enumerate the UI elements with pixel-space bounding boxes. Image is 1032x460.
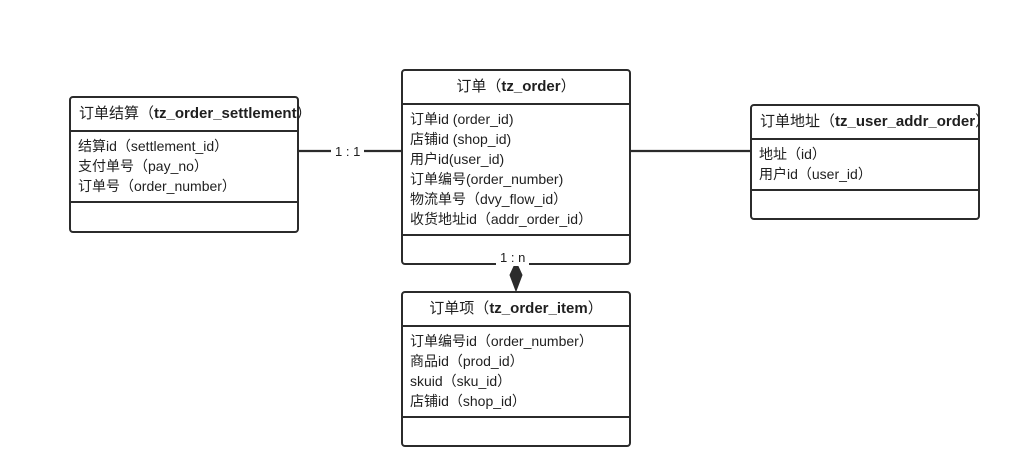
- entity-title-cn: 订单项: [429, 300, 475, 317]
- entity-footer-user-addr-order: [752, 191, 978, 218]
- paren-open: （: [474, 300, 490, 317]
- entity-table-name: tz_order_settlement: [154, 105, 297, 122]
- entity-table-name: tz_order: [501, 78, 561, 95]
- paren-close: ）: [560, 78, 576, 95]
- paren-close: ）: [975, 113, 991, 130]
- attribute-row: 店铺id（shop_id）: [410, 393, 526, 409]
- entity-table-name: tz_user_addr_order: [835, 113, 976, 130]
- attribute-row: 店铺id (shop_id): [410, 131, 512, 147]
- paren-open: （: [820, 113, 836, 130]
- entity-footer-order-settlement: [71, 203, 297, 231]
- attribute-row: 收货地址id（addr_order_id）: [410, 211, 593, 227]
- attribute-row: 订单号（order_number）: [78, 178, 236, 194]
- attribute-row: 用户id(user_id): [410, 151, 505, 167]
- attribute-row: 订单id (order_id): [410, 111, 514, 127]
- attribute-row: 订单编号(order_number): [410, 171, 564, 187]
- entity-table-name: tz_order_item: [489, 300, 588, 317]
- attribute-row: 物流单号（dvy_flow_id）: [410, 191, 568, 207]
- entity-user-addr-order[interactable]: 订单地址（tz_user_addr_order） 地址（id） 用户id（use…: [750, 104, 990, 220]
- attribute-row: 订单编号id（order_number）: [410, 333, 593, 349]
- entity-title-order-settlement: 订单结算（tz_order_settlement）: [71, 98, 312, 132]
- entity-title-user-addr-order: 订单地址（tz_user_addr_order）: [752, 106, 990, 140]
- entity-attributes-order-settlement: 结算id（settlement_id） 支付单号（pay_no） 订单号（ord…: [71, 132, 297, 203]
- cardinality-label-order-orderitem: 1 : n: [496, 249, 530, 266]
- entity-order-settlement[interactable]: 订单结算（tz_order_settlement） 结算id（settlemen…: [69, 96, 312, 233]
- entity-attributes-order: 订单id (order_id) 店铺id (shop_id) 用户id(user…: [403, 105, 629, 236]
- entity-attributes-order-item: 订单编号id（order_number） 商品id（prod_id） skuid…: [403, 327, 629, 418]
- entity-title-order: 订单（tz_order）: [403, 71, 629, 105]
- entity-title-order-item: 订单项（tz_order_item）: [403, 293, 629, 327]
- cardinality-label-settlement-order: 1 : 1: [331, 143, 365, 160]
- entity-title-cn: 订单地址: [760, 113, 821, 130]
- entity-footer-order-item: [403, 418, 629, 445]
- filled-diamond-marker: [509, 260, 523, 293]
- entity-order[interactable]: 订单（tz_order） 订单id (order_id) 店铺id (shop_…: [401, 69, 631, 265]
- paren-open: （: [486, 78, 502, 95]
- attribute-row: 结算id（settlement_id）: [78, 138, 229, 154]
- attribute-row: skuid（sku_id）: [410, 373, 512, 389]
- entity-attributes-user-addr-order: 地址（id） 用户id（user_id）: [752, 140, 978, 191]
- paren-open: （: [139, 105, 155, 122]
- attribute-row: 地址（id）: [759, 146, 826, 162]
- attribute-row: 商品id（prod_id）: [410, 353, 524, 369]
- entity-title-cn: 订单: [456, 78, 487, 95]
- attribute-row: 支付单号（pay_no）: [78, 158, 208, 174]
- paren-close: ）: [296, 105, 312, 122]
- entity-title-cn: 订单结算: [79, 105, 140, 122]
- entity-order-item[interactable]: 订单项（tz_order_item） 订单编号id（order_number） …: [401, 291, 631, 447]
- paren-close: ）: [587, 300, 603, 317]
- attribute-row: 用户id（user_id）: [759, 166, 872, 182]
